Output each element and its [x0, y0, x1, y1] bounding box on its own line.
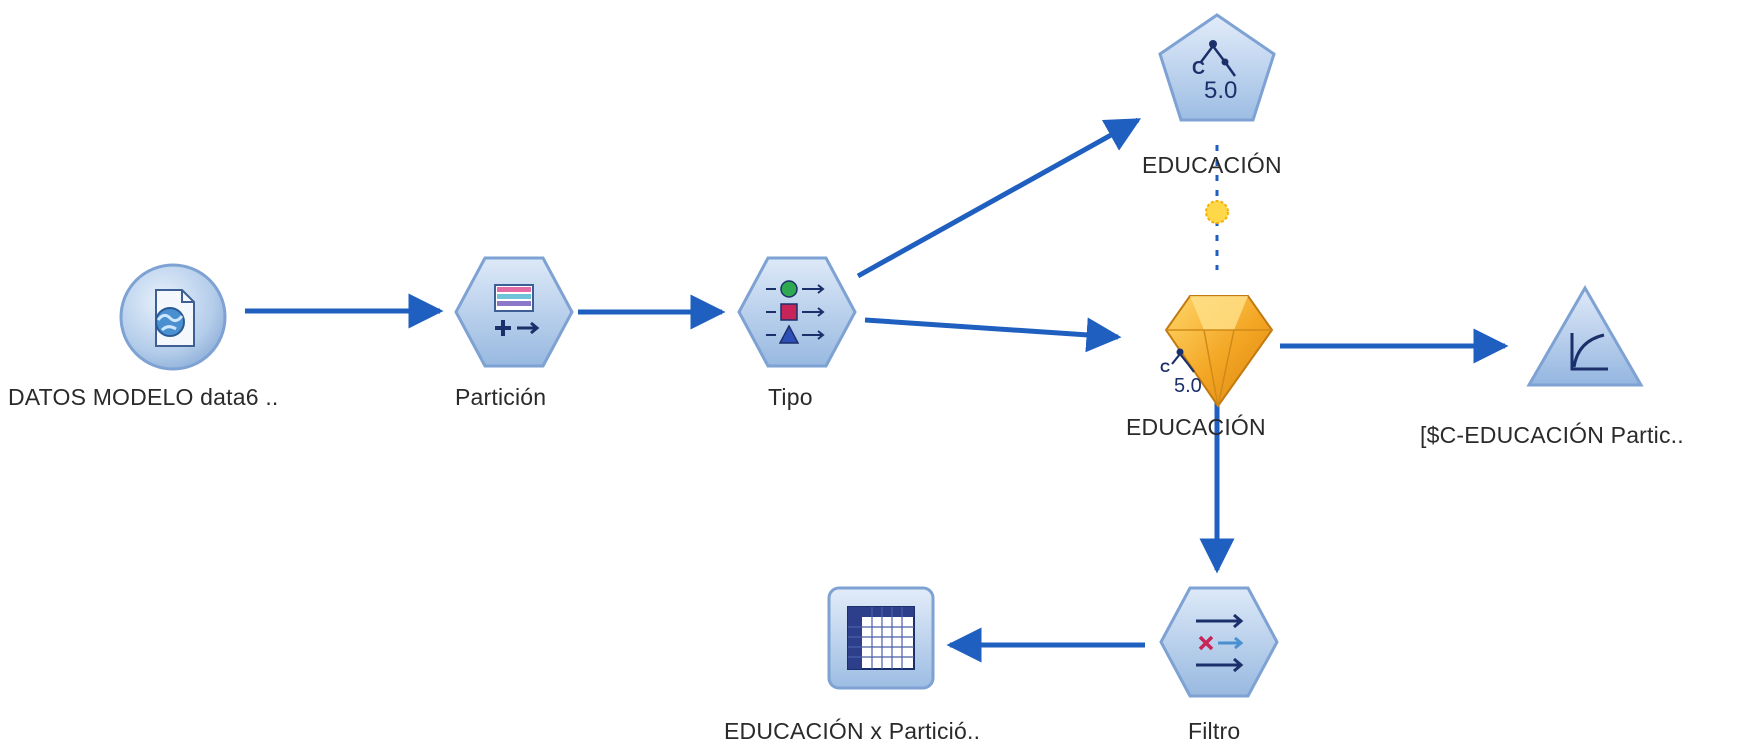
model-link-star	[1205, 200, 1229, 224]
label-particion: Partición	[455, 384, 547, 410]
svg-text:C: C	[1160, 359, 1170, 375]
file-source-icon	[119, 263, 227, 371]
node-c50-model[interactable]: C 5.0	[1156, 12, 1278, 124]
c50-model-badge: 5.0	[1204, 77, 1237, 104]
node-particion[interactable]	[453, 255, 575, 369]
svg-text:C: C	[1192, 58, 1205, 78]
node-analysis[interactable]	[1526, 284, 1644, 389]
filter-icon	[1159, 586, 1279, 698]
node-c50-nugget[interactable]: C 5.0	[1160, 292, 1280, 410]
node-filtro[interactable]	[1158, 585, 1280, 699]
link-tipo-c50model	[856, 117, 1142, 279]
node-table[interactable]	[826, 585, 936, 691]
partition-icon	[454, 256, 574, 368]
node-datos-modelo[interactable]	[118, 262, 228, 372]
link-tipo-nugget	[864, 317, 1122, 353]
label-analysis: [$C-EDUCACIÓN Partic..	[1420, 422, 1684, 448]
label-datos-modelo: DATOS MODELO data6 ..	[8, 384, 279, 410]
label-tipo: Tipo	[768, 384, 813, 410]
node-tipo[interactable]	[736, 255, 858, 369]
matrix-table-icon	[827, 586, 935, 690]
c50-tree-icon: C 5.0	[1158, 13, 1276, 122]
label-table: EDUCACIÓN x Partició..	[724, 718, 981, 744]
c50-nugget-badge: 5.0	[1174, 375, 1202, 397]
evaluation-graph-icon	[1526, 284, 1644, 387]
model-nugget-icon: C 5.0	[1160, 295, 1274, 408]
label-filtro: Filtro	[1188, 718, 1241, 744]
type-icon	[737, 256, 857, 368]
label-c50-model: EDUCACIÓN	[1142, 152, 1282, 178]
label-c50-nugget: EDUCACIÓN	[1126, 414, 1266, 440]
